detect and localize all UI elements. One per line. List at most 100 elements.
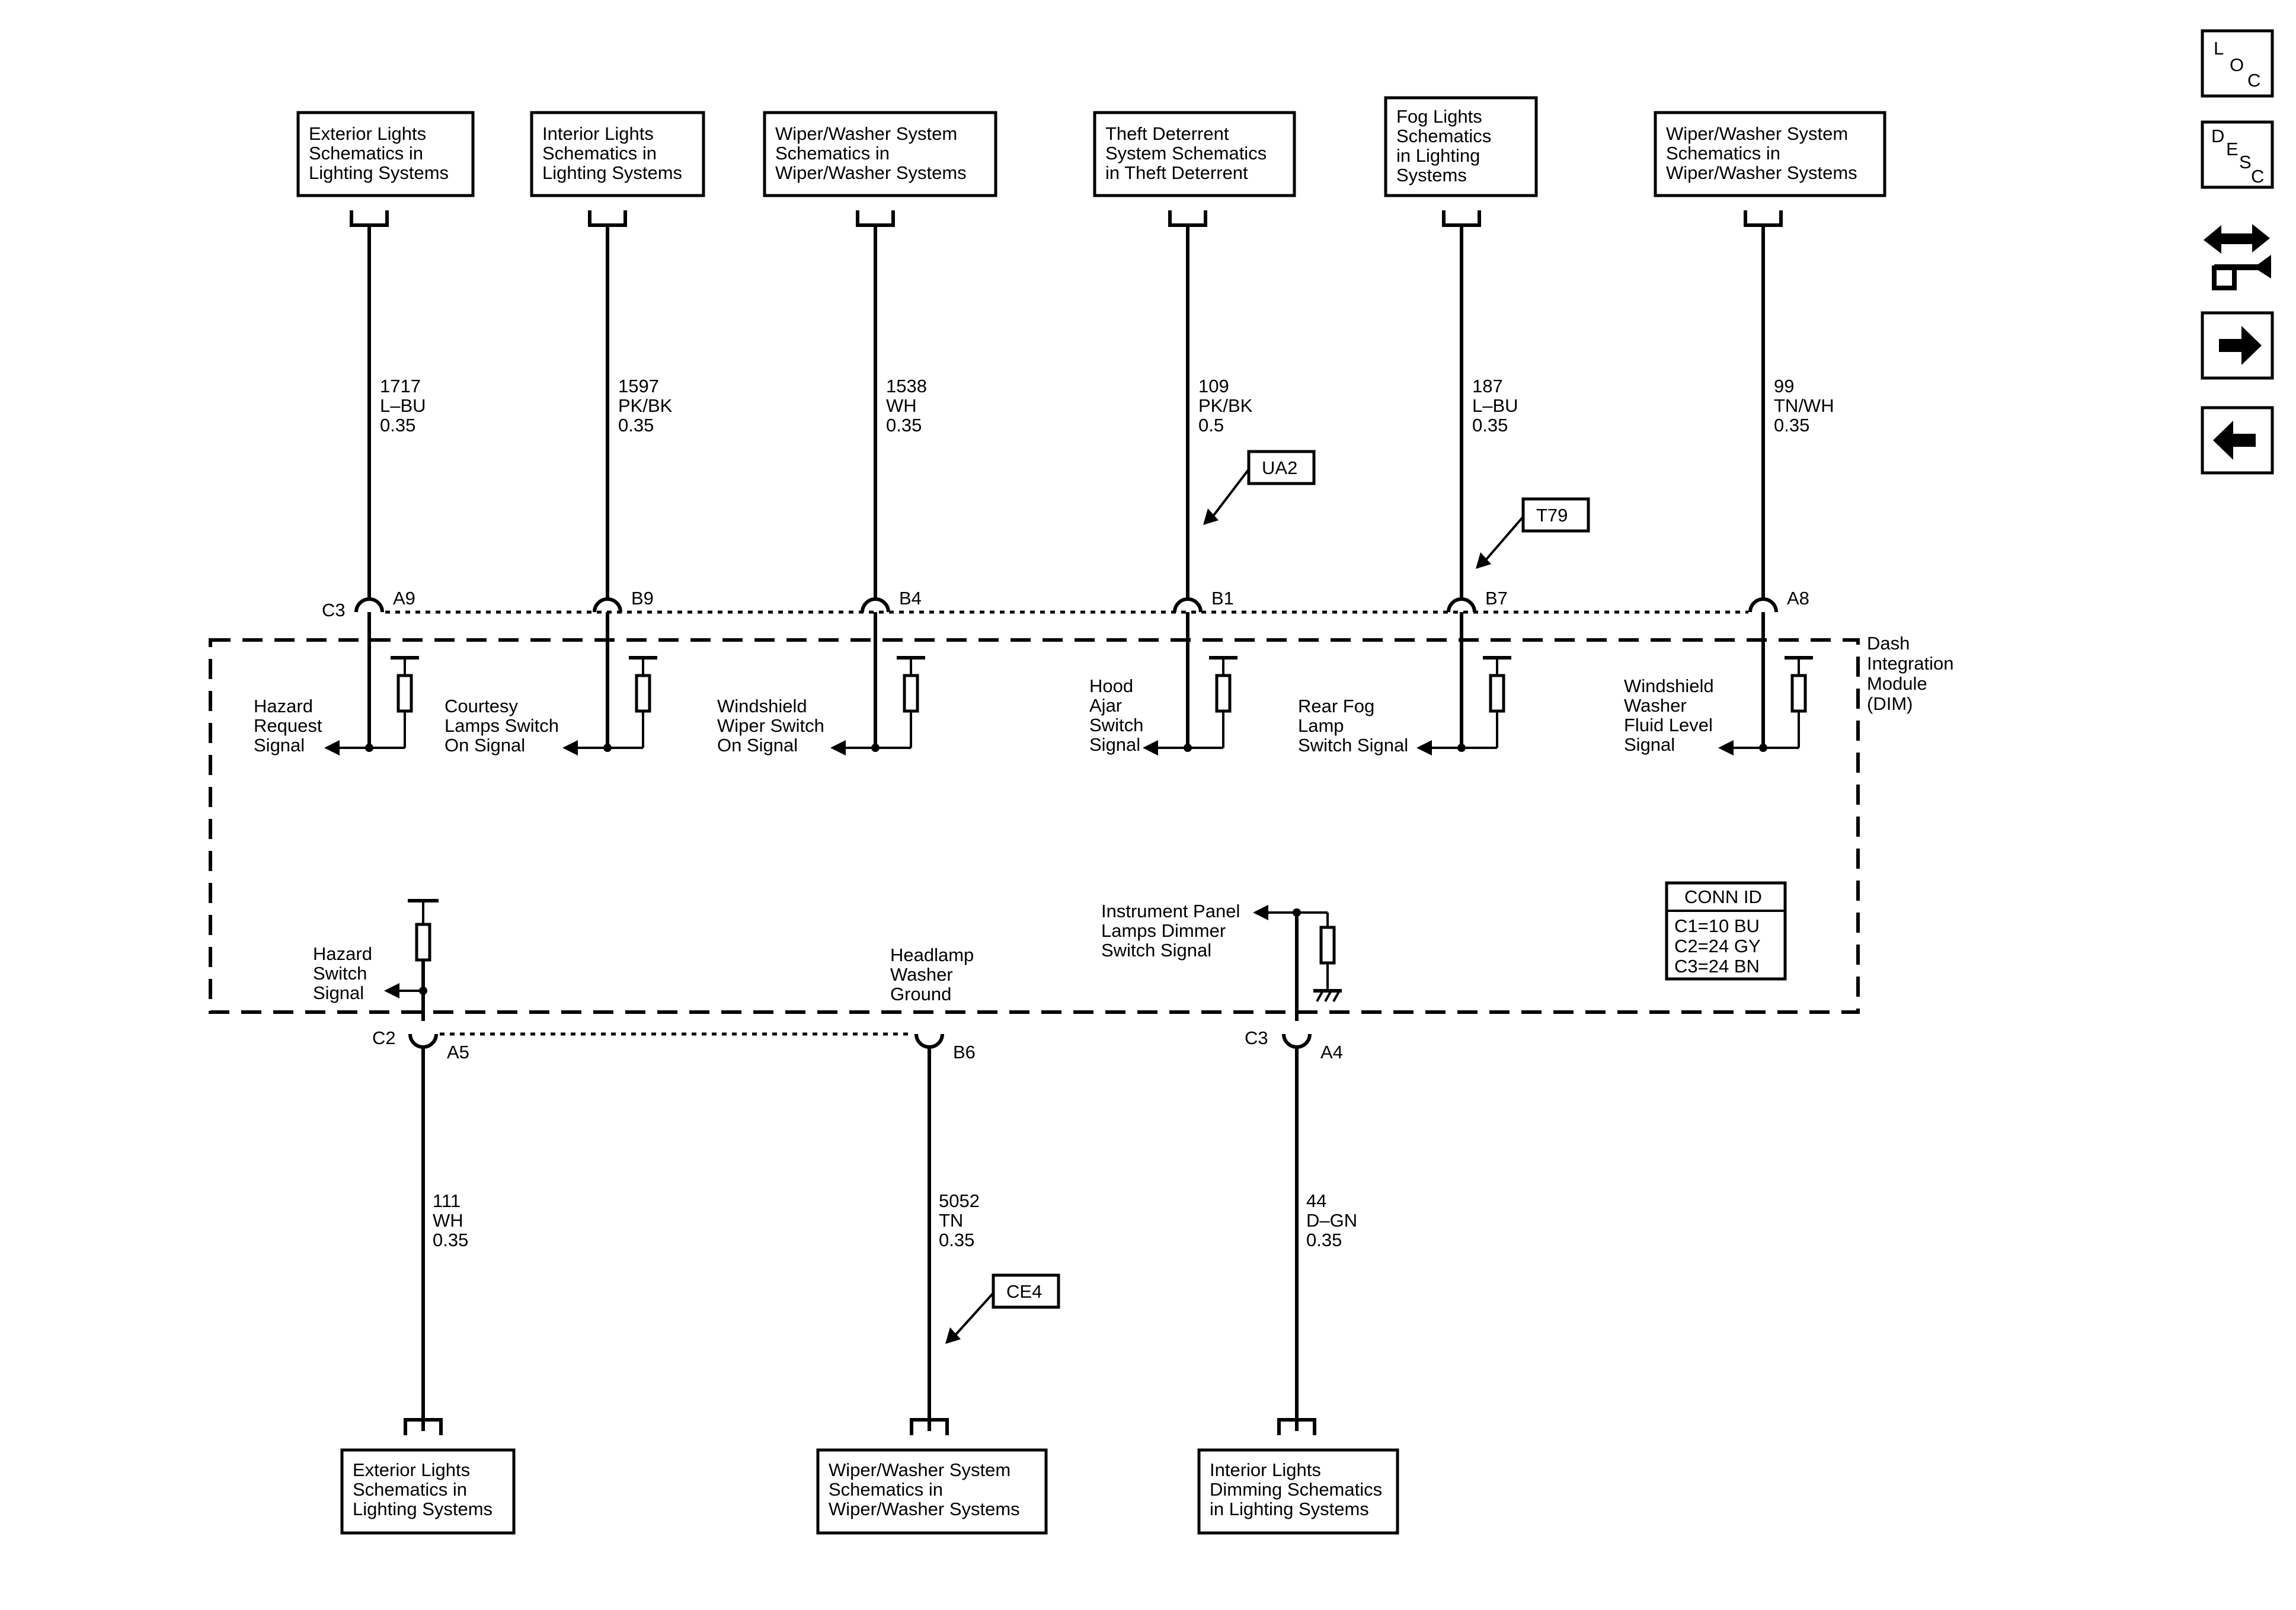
destination-box[interactable] bbox=[763, 111, 997, 197]
connector-label: C3 bbox=[1245, 1028, 1268, 1048]
svg-text:CE4: CE4 bbox=[1006, 1281, 1042, 1302]
connector-label: C3 bbox=[322, 600, 346, 620]
signal-arrow bbox=[562, 740, 578, 756]
option-tag: T79 bbox=[1476, 497, 1590, 569]
connector-pin-symbol bbox=[1447, 597, 1476, 613]
destination-box[interactable] bbox=[340, 1448, 516, 1535]
pin-label: A9 bbox=[393, 588, 415, 609]
svg-text:C: C bbox=[2247, 70, 2260, 91]
harness-bracket bbox=[1277, 1418, 1316, 1435]
signal-arrow bbox=[1416, 740, 1432, 756]
pin-label: A8 bbox=[1787, 588, 1809, 609]
svg-text:D: D bbox=[2211, 126, 2224, 146]
svg-text:E: E bbox=[2226, 139, 2239, 159]
destination-box[interactable] bbox=[1093, 111, 1296, 197]
arrow-left-icon[interactable] bbox=[2201, 406, 2274, 475]
wiring-diagram-icon[interactable] bbox=[2204, 224, 2271, 290]
module-name: Dash Integration Module (DIM) bbox=[1867, 633, 1959, 714]
pin-label: B4 bbox=[899, 588, 922, 609]
destination-box[interactable] bbox=[1384, 96, 1538, 197]
harness-bracket bbox=[910, 1418, 949, 1435]
conn-id-row: C1=10 BU bbox=[1674, 916, 1760, 936]
arrow-right-icon[interactable] bbox=[2201, 311, 2274, 380]
option-tag: CE4 bbox=[945, 1273, 1060, 1344]
conn-id-table: CONN ID C1=10 BU C2=24 GY C3=24 BN bbox=[1665, 881, 1787, 981]
svg-text:T79: T79 bbox=[1536, 505, 1568, 526]
destination-box[interactable] bbox=[1654, 111, 1886, 197]
nav-desc-button[interactable]: D E S C bbox=[2201, 120, 2274, 189]
svg-text:S: S bbox=[2239, 152, 2252, 172]
svg-text:L: L bbox=[2214, 38, 2224, 59]
connector-pin-symbol bbox=[408, 1033, 438, 1049]
destination-box[interactable] bbox=[1197, 1448, 1399, 1535]
nav-loc-button[interactable]: L O C bbox=[2201, 29, 2274, 98]
svg-text:C: C bbox=[2251, 166, 2264, 187]
pin-label: B6 bbox=[953, 1042, 976, 1062]
signal-arrow bbox=[1143, 740, 1158, 756]
signal-arrow bbox=[324, 740, 340, 756]
connector-pin-symbol bbox=[593, 597, 622, 613]
conn-id-row: C3=24 BN bbox=[1674, 956, 1760, 977]
connector-pin-symbol bbox=[1748, 597, 1778, 613]
harness-bracket bbox=[1744, 210, 1783, 227]
pin-label: B7 bbox=[1485, 588, 1508, 609]
destination-box[interactable] bbox=[530, 111, 705, 197]
connector-pin-symbol bbox=[1173, 597, 1203, 613]
connector-label: C2 bbox=[372, 1028, 396, 1048]
option-tag: UA2 bbox=[1203, 450, 1316, 525]
harness-bracket bbox=[588, 210, 627, 227]
svg-text:O: O bbox=[2230, 55, 2244, 75]
connector-pin-symbol bbox=[914, 1033, 944, 1049]
pin-label: B9 bbox=[631, 588, 654, 609]
svg-text:UA2: UA2 bbox=[1262, 457, 1297, 478]
signal-arrow bbox=[830, 740, 846, 756]
dim-module-boundary bbox=[209, 638, 1860, 1014]
harness-bracket bbox=[1442, 210, 1481, 227]
destination-box[interactable] bbox=[296, 111, 475, 197]
harness-bracket bbox=[404, 1418, 443, 1435]
harness-bracket bbox=[350, 210, 389, 227]
connector-pin-symbol bbox=[354, 597, 384, 613]
harness-bracket bbox=[1168, 210, 1207, 227]
pin-label: B1 bbox=[1211, 588, 1234, 609]
signal-arrow bbox=[1718, 740, 1734, 756]
destination-box[interactable] bbox=[816, 1448, 1048, 1535]
